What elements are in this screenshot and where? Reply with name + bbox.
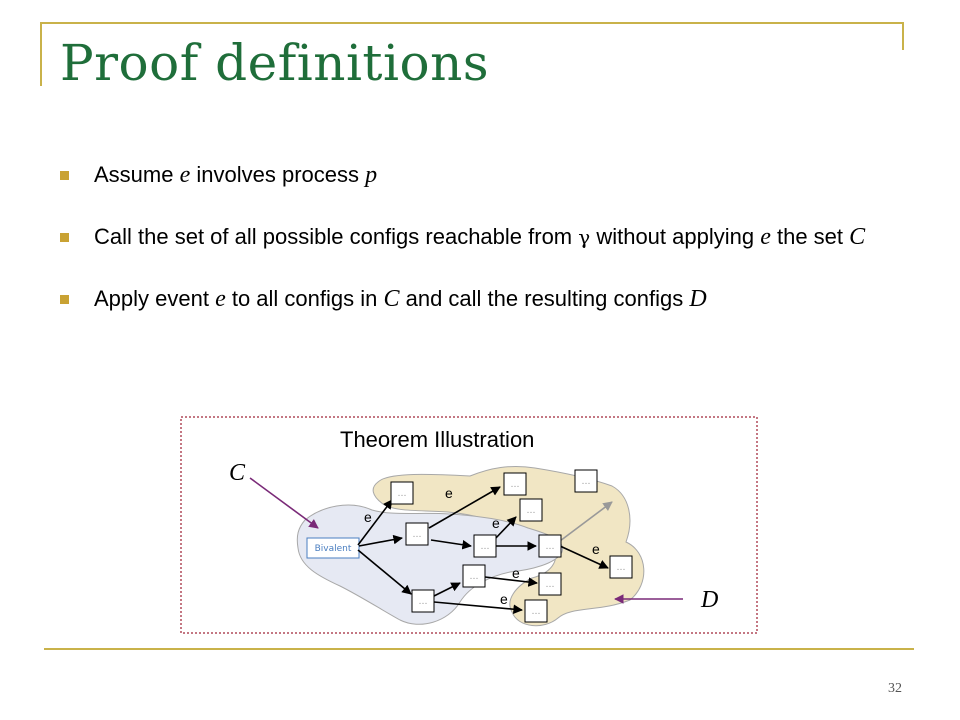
- edge-arrow: [559, 545, 609, 569]
- bullet-math: p: [365, 162, 378, 188]
- node-ellipsis: …: [532, 607, 541, 617]
- bullet-square-icon: [60, 233, 69, 242]
- frame-left-line: [40, 22, 42, 86]
- node-ellipsis: …: [546, 580, 555, 590]
- node-ellipsis: …: [481, 542, 490, 552]
- edge-arrow: [358, 534, 403, 547]
- frame-bottom-line: [44, 648, 914, 650]
- diagram-title: Theorem Illustration: [340, 427, 534, 452]
- edge-arrow: [493, 516, 517, 541]
- bullet-math: γ: [578, 225, 591, 249]
- bivalent-label: Bivalent: [315, 544, 352, 554]
- bullet-math: e: [179, 162, 191, 188]
- config-node: …: [519, 498, 543, 522]
- edge-arrow: [433, 582, 461, 597]
- bullet-text: Apply event: [94, 286, 216, 311]
- config-node: …: [390, 481, 414, 505]
- config-node: …: [538, 572, 562, 596]
- config-node: …: [538, 534, 562, 558]
- edge-arrow: [484, 576, 538, 587]
- edge-arrow-gray: [559, 501, 613, 542]
- edge-arrow: [430, 539, 472, 550]
- edge-arrow: [357, 499, 393, 546]
- d-region: [372, 465, 645, 627]
- edge-arrow: [357, 549, 412, 595]
- bullet-text: to all configs in: [225, 286, 384, 311]
- node-ellipsis: …: [527, 506, 536, 516]
- diagram-border: [180, 416, 758, 634]
- label-d: D: [700, 587, 718, 613]
- bullet-math: e: [215, 286, 226, 312]
- label-c: C: [229, 460, 246, 486]
- edge-arrow: [428, 486, 501, 529]
- bullet-text: the set: [770, 224, 850, 249]
- bullet-text: Assume: [94, 162, 180, 187]
- node-ellipsis: …: [511, 480, 520, 490]
- frame-right-tick: [902, 22, 904, 50]
- bullet-item: Apply event e to all configs in C and ca…: [58, 286, 878, 312]
- frame-top-line: [40, 22, 904, 24]
- bullet-item: Call the set of all possible configs rea…: [58, 224, 878, 250]
- bullet-text: without applying: [590, 224, 761, 249]
- edge-label: e: [445, 485, 453, 501]
- bullet-square-icon: [60, 171, 69, 180]
- bullet-square-icon: [60, 295, 69, 304]
- edge-label: e: [500, 591, 508, 607]
- edge-arrow: [433, 601, 523, 614]
- node-ellipsis: …: [413, 530, 422, 540]
- node-ellipsis: …: [419, 597, 428, 607]
- bullet-list: Assume e involves process p Call the set…: [58, 162, 878, 348]
- bullet-math: D: [689, 286, 707, 312]
- edge-label: e: [364, 509, 372, 525]
- config-node: …: [411, 589, 435, 613]
- node-ellipsis: …: [546, 542, 555, 552]
- node-ellipsis: …: [582, 477, 591, 487]
- bullet-math: e: [760, 224, 771, 250]
- slide-title: Proof definitions: [60, 34, 489, 92]
- config-node: …: [503, 472, 527, 496]
- node-ellipsis: …: [470, 572, 479, 582]
- node-ellipsis: …: [398, 489, 407, 499]
- node-ellipsis: …: [617, 563, 626, 573]
- config-node: …: [405, 522, 429, 546]
- config-node: …: [574, 469, 598, 493]
- bullet-math: C: [849, 224, 866, 250]
- bullet-item: Assume e involves process p: [58, 162, 878, 188]
- config-node: …: [473, 534, 497, 558]
- bullet-text: involves process: [190, 162, 366, 187]
- pointer-c-arrow: [249, 477, 319, 529]
- edge-label: e: [512, 565, 520, 581]
- bullet-text: and call the resulting configs: [399, 286, 690, 311]
- config-node: …: [462, 564, 486, 588]
- bivalent-node: Bivalent: [306, 537, 360, 559]
- config-node: …: [609, 555, 633, 579]
- edges: [357, 486, 609, 614]
- page-number: 32: [888, 681, 902, 696]
- bullet-text: Call the set of all possible configs rea…: [94, 224, 579, 249]
- bullet-math: C: [383, 286, 400, 312]
- edge-label: e: [592, 541, 600, 557]
- config-node: …: [524, 599, 548, 623]
- edge-label: e: [492, 515, 500, 531]
